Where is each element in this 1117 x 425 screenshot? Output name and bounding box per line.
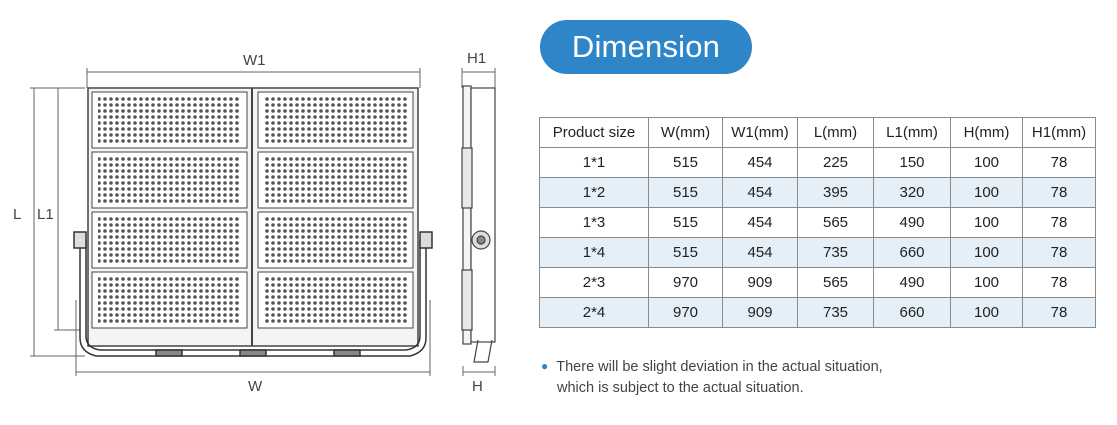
w1-label: W1 — [243, 52, 266, 69]
table-cell: 454 — [722, 237, 798, 268]
dimension-heading: Dimension — [540, 20, 752, 74]
table-cell: 515 — [648, 207, 723, 238]
dimension-table: Product size W(mm) W1(mm) L(mm) L1(mm) H… — [539, 117, 1096, 328]
h1-label: H1 — [467, 50, 487, 67]
header-w1: W1(mm) — [722, 117, 798, 148]
table-cell: 78 — [1022, 147, 1096, 178]
table-cell: 515 — [648, 177, 723, 208]
table-cell: 490 — [873, 207, 951, 238]
w-label: W — [248, 378, 263, 395]
table-cell: 735 — [797, 237, 874, 268]
table-cell: 150 — [873, 147, 951, 178]
table-cell: 1*2 — [539, 177, 649, 208]
w1-dimension-line — [86, 68, 421, 88]
header-l: L(mm) — [797, 117, 874, 148]
table-cell: 78 — [1022, 177, 1096, 208]
l-label: L — [13, 206, 22, 223]
table-row: 1*2 515 454 395 320 100 78 — [539, 177, 1096, 208]
dimension-title: Dimension — [571, 29, 721, 64]
table-cell: 100 — [950, 267, 1023, 298]
table-cell: 909 — [722, 297, 798, 328]
table-cell: 454 — [722, 147, 798, 178]
table-cell: 660 — [873, 237, 951, 268]
table-cell: 660 — [873, 297, 951, 328]
table-row: 2*3 970 909 565 490 100 78 — [539, 267, 1096, 298]
table-row: 1*3 515 454 565 490 100 78 — [539, 207, 1096, 238]
table-cell: 395 — [797, 177, 874, 208]
table-cell: 2*3 — [539, 267, 649, 298]
table-cell: 78 — [1022, 207, 1096, 238]
table-cell: 100 — [950, 207, 1023, 238]
mounting-bracket — [73, 231, 433, 357]
table-cell: 565 — [797, 267, 874, 298]
table-cell: 2*4 — [539, 297, 649, 328]
deviation-note: ● There will be slight deviation in the a… — [541, 357, 883, 399]
table-cell: 225 — [797, 147, 874, 178]
note-line-1: There will be slight deviation in the ac… — [556, 359, 883, 375]
table-cell: 565 — [797, 207, 874, 238]
table-cell: 490 — [873, 267, 951, 298]
header-l1: L1(mm) — [873, 117, 951, 148]
table-cell: 100 — [950, 147, 1023, 178]
table-row: 1*1 515 454 225 150 100 78 — [539, 147, 1096, 178]
table-cell: 454 — [722, 177, 798, 208]
table-cell: 100 — [950, 297, 1023, 328]
table-cell: 78 — [1022, 237, 1096, 268]
table-cell: 1*3 — [539, 207, 649, 238]
table-cell: 454 — [722, 207, 798, 238]
table-cell: 970 — [648, 297, 723, 328]
dimension-drawing: W1 W L L1 H1 H — [0, 0, 530, 420]
table-cell: 970 — [648, 267, 723, 298]
l1-label: L1 — [37, 206, 54, 223]
floodlight-drawing — [30, 68, 496, 376]
table-row: 1*4 515 454 735 660 100 78 — [539, 237, 1096, 268]
bullet-icon: ● — [541, 359, 549, 373]
header-h: H(mm) — [950, 117, 1023, 148]
table-cell: 735 — [797, 297, 874, 328]
table-cell: 78 — [1022, 267, 1096, 298]
table-cell: 515 — [648, 237, 723, 268]
h-label: H — [472, 378, 483, 395]
table-cell: 1*1 — [539, 147, 649, 178]
table-cell: 515 — [648, 147, 723, 178]
note-line-2: which is subject to the actual situation… — [557, 380, 804, 396]
header-product-size: Product size — [539, 117, 649, 148]
table-cell: 320 — [873, 177, 951, 208]
table-cell: 1*4 — [539, 237, 649, 268]
side-view — [461, 68, 496, 376]
l1-dimension-line — [54, 88, 80, 331]
table-cell: 100 — [950, 177, 1023, 208]
header-w: W(mm) — [648, 117, 723, 148]
led-modules — [91, 88, 414, 346]
table-cell: 78 — [1022, 297, 1096, 328]
table-cell: 100 — [950, 237, 1023, 268]
w-dimension-line — [75, 300, 431, 376]
table-cell: 909 — [722, 267, 798, 298]
table-header-row: Product size W(mm) W1(mm) L(mm) L1(mm) H… — [539, 117, 1096, 148]
header-h1: H1(mm) — [1022, 117, 1096, 148]
table-row: 2*4 970 909 735 660 100 78 — [539, 297, 1096, 328]
